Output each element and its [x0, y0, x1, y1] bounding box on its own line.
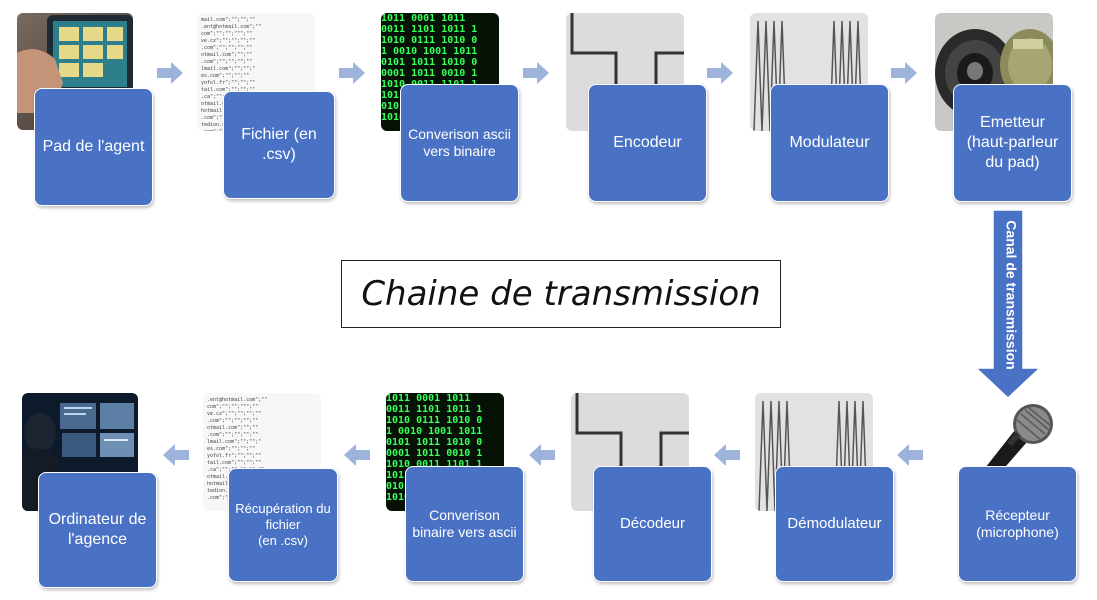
recepteur-label: Récepteur (microphone): [976, 506, 1059, 541]
emetteur-label: Emetteur (haut-parleur du pad): [966, 114, 1059, 171]
recuperation-fichier-label: Récupération du fichier (en .csv): [235, 500, 331, 549]
pad-agent-label: Pad de l'agent: [42, 138, 145, 155]
pad-agent-box: Pad de l'agent: [34, 88, 153, 206]
encodeur-label: Encodeur: [613, 134, 682, 151]
binaire-ascii-box: Converison binaire vers ascii: [405, 466, 524, 582]
arrow-left-icon: [529, 444, 555, 466]
diagram-title: Chaine de transmission: [341, 260, 781, 328]
fichier-csv-label: Fichier (en .csv): [241, 126, 317, 163]
arrow-right-icon: [157, 62, 183, 84]
recepteur-box: Récepteur (microphone): [958, 466, 1077, 582]
arrow-left-icon: [163, 444, 189, 466]
decodeur-box: Décodeur: [593, 466, 712, 582]
canal-transmission-label: Canal de transmission: [1004, 219, 1021, 370]
binaire-ascii-label: Converison binaire vers ascii: [412, 506, 517, 541]
csv-sheet-icon: .ent@hotmail.com";"" com";"";"";""";"" v…: [203, 393, 321, 511]
arrow-down-channel-icon: [974, 210, 1042, 400]
arrow-left-icon: [714, 444, 740, 466]
fichier-csv-box: Fichier (en .csv): [223, 91, 335, 199]
arrow-left-icon: [344, 444, 370, 466]
arrow-left-icon: [897, 444, 923, 466]
ascii-binaire-label: Converison ascii vers binaire: [408, 125, 511, 160]
modulateur-label: Modulateur: [789, 134, 870, 151]
ascii-binaire-box: Converison ascii vers binaire: [400, 84, 519, 202]
modulateur-box: Modulateur: [770, 84, 889, 202]
demodulateur-label: Démodulateur: [787, 514, 882, 532]
demodulateur-box: Démodulateur: [775, 466, 894, 582]
decodeur-label: Décodeur: [619, 514, 686, 532]
arrow-right-icon: [339, 62, 365, 84]
arrow-right-icon: [707, 62, 733, 84]
recuperation-fichier-box: Récupération du fichier (en .csv): [228, 468, 338, 582]
arrow-right-icon: [523, 62, 549, 84]
ordinateur-agence-label: Ordinateur de l'agence: [48, 511, 147, 548]
ordinateur-agence-box: Ordinateur de l'agence: [38, 472, 157, 588]
arrow-right-icon: [891, 62, 917, 84]
encodeur-box: Encodeur: [588, 84, 707, 202]
emetteur-box: Emetteur (haut-parleur du pad): [953, 84, 1072, 202]
